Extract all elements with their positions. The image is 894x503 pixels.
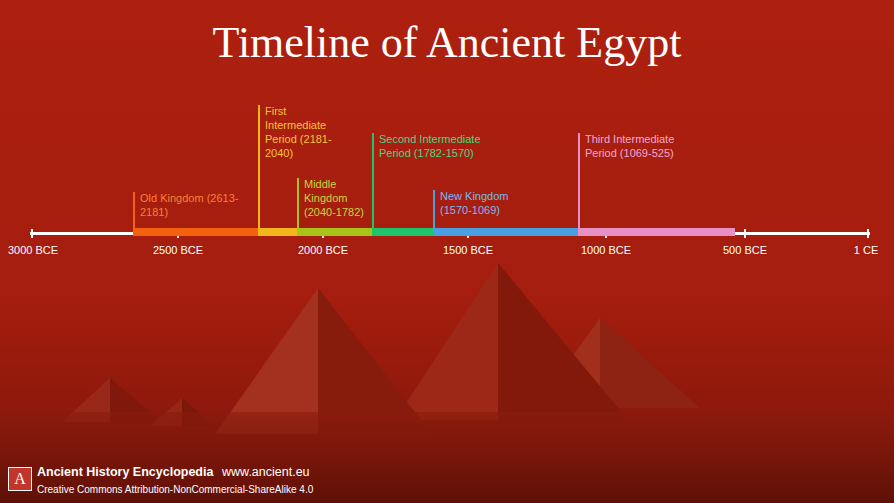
period-marker-line [578,133,580,236]
period-marker-line [372,133,374,236]
period-band: First Intermediate Period (2181-2040) [258,105,297,236]
axis-year: 500 BCE [723,243,767,257]
axis-year: 1500 BCE [443,243,493,257]
period-band: Middle Kingdom (2040-1782) [297,178,372,236]
axis-year: 1000 BCE [581,243,631,257]
logo-mark: A [8,467,32,491]
period-bar [133,228,258,236]
license-note: Creative Commons Attribution-NonCommerci… [37,483,313,496]
axis-ticks [31,229,869,238]
axis-year: 2000 BCE [298,243,348,257]
period-marker-line [258,105,260,236]
period-label: Third Intermediate Period (1069-525) [585,132,705,160]
period-bar [433,228,578,236]
axis-year: 1 CE [854,243,878,257]
title: Timeline of Ancient Egypt [0,18,894,68]
axis-year: 3000 BCE [8,243,58,257]
period-bar [258,228,297,236]
period-label: Middle Kingdom (2040-1782) [304,177,374,219]
period-band: Second Intermediate Period (1782-1570) [372,133,433,236]
period-label: Second Intermediate Period (1782-1570) [379,132,499,160]
ground [0,412,894,503]
period-band: Old Kingdom (2613-2181) [133,192,258,236]
period-label: New Kingdom (1570-1069) [440,189,524,217]
period-bar [297,228,372,236]
period-label: Old Kingdom (2613-2181) [140,191,250,219]
period-bar [578,228,735,236]
period-bar [372,228,433,236]
period-label: First Intermediate Period (2181-2040) [265,104,337,160]
period-band: New Kingdom (1570-1069) [433,190,578,236]
axis-year: 2500 BCE [153,243,203,257]
period-band: Third Intermediate Period (1069-525) [578,133,735,236]
publisher-name: Ancient History Encyclopedia [37,465,213,481]
pyramids [62,263,700,434]
website-url: www.ancient.eu [222,465,310,481]
